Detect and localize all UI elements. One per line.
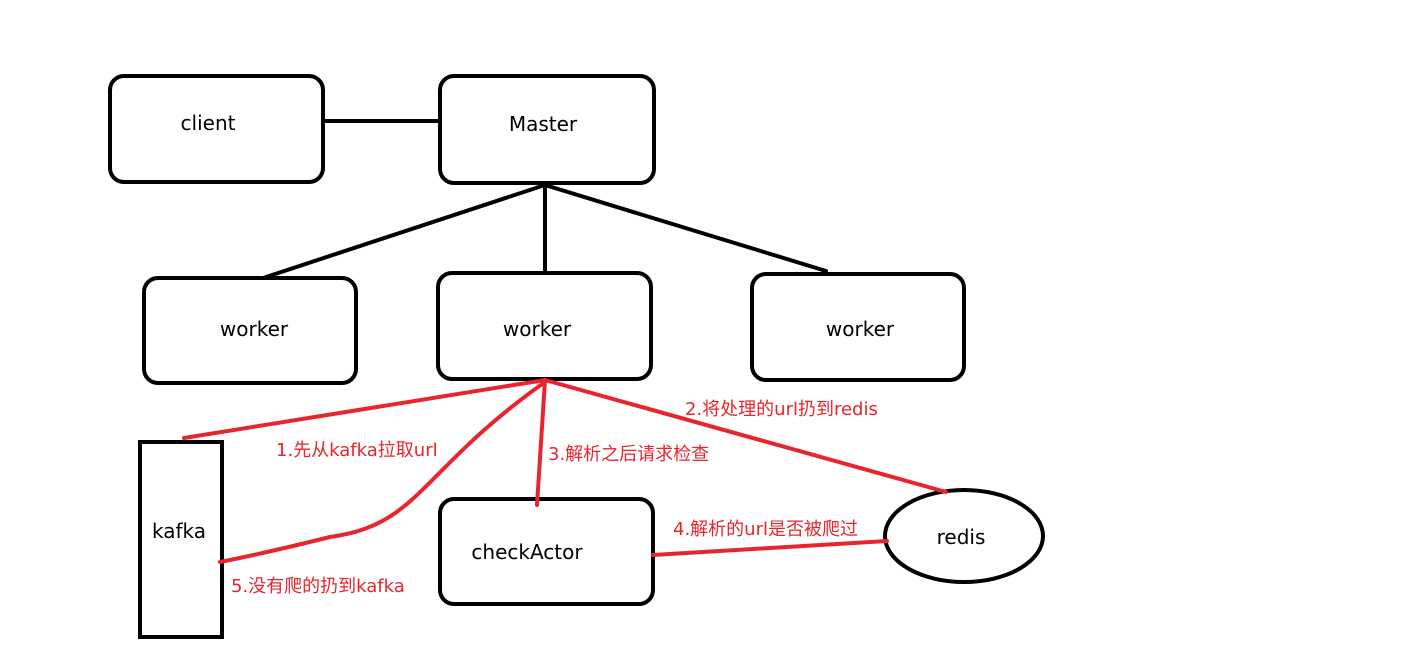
node-labels: client Master worker worker worker kafka… [152,111,985,564]
hierarchy-connectors [255,119,828,282]
flow-worker-to-check-actor [535,378,547,507]
nodes [108,74,1045,639]
worker-left-label: worker [220,317,289,341]
flow-step5-label: 5.没有爬的扔到kafka [231,576,405,597]
worker-center-label: worker [503,317,572,341]
flow-worker-to-kafka [218,380,547,564]
worker-right-node [750,272,966,382]
check-actor-node [438,497,655,606]
worker-right-label: worker [826,317,895,341]
flow-labels: 1.先从kafka拉取url 2.将处理的url扔到redis 3.解析之后请求… [231,399,878,597]
redis-node [883,488,1045,584]
flow-kafka-to-worker [182,378,547,440]
flow-worker-to-redis [543,378,948,494]
master-label: Master [509,112,578,136]
master-worker-right-connector [543,183,828,273]
master-worker-left-connector [255,183,547,282]
flow-check-actor-to-redis [651,539,889,557]
flow-step2-label: 2.将处理的url扔到redis [685,399,878,420]
master-node [438,74,656,185]
check-actor-label: checkActor [471,540,583,564]
flow-step1-label: 1.先从kafka拉取url [276,440,438,461]
client-node [108,74,325,184]
redis-label: redis [937,525,986,549]
worker-left-node [142,276,358,385]
kafka-node [138,440,224,639]
flow-lines [182,378,948,564]
flow-step3-label: 3.解析之后请求检查 [548,444,709,465]
flow-step4-label: 4.解析的url是否被爬过 [673,519,858,540]
client-label: client [181,111,236,135]
kafka-label: kafka [152,519,206,543]
